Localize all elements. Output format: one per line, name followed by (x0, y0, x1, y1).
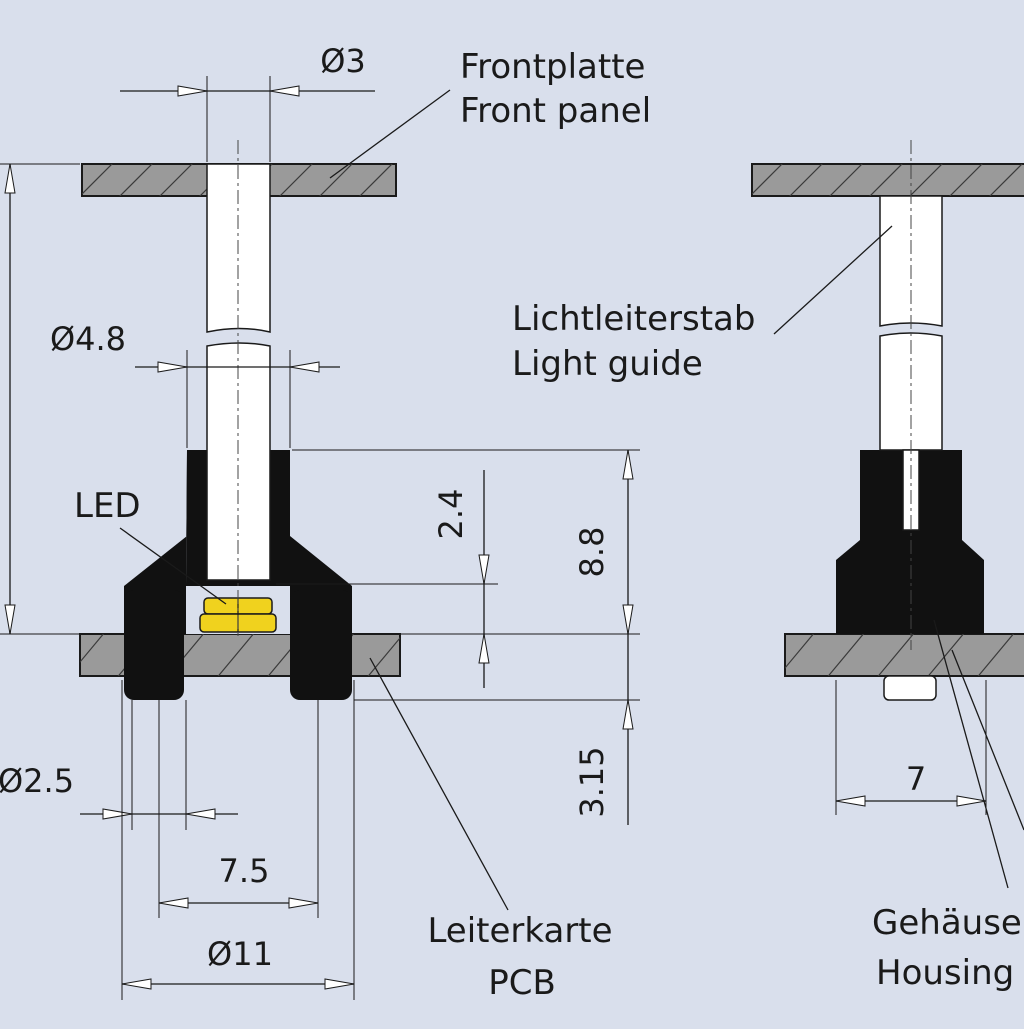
leader-led (119, 527, 227, 605)
leader-housing-2 (951, 649, 1024, 831)
front-panel-right (751, 163, 1024, 197)
dim-88-text: 8.8 (573, 527, 611, 578)
dim-315 (354, 634, 640, 825)
leader-housing (933, 619, 1009, 889)
pcb-right (784, 633, 1024, 677)
dim-d48 (135, 350, 340, 448)
dim-d25-text: Ø2.5 (0, 762, 74, 800)
dim-315-text: 3.15 (573, 746, 611, 817)
dim-d11 (121, 680, 355, 1000)
leader-light-guide (773, 225, 893, 335)
label-light-guide-de: Lichtleiterstab (512, 299, 755, 339)
dim-d48-text: Ø4.8 (50, 320, 126, 358)
leader-front-panel (329, 89, 451, 179)
dim-7-text: 7 (906, 760, 926, 798)
dim-7 (835, 680, 987, 815)
dim-d3 (120, 76, 375, 162)
pcb-left (79, 633, 401, 677)
dim-24-text: 2.4 (432, 489, 470, 540)
leader-pcb (369, 657, 509, 911)
dim-d3-text: Ø3 (320, 42, 366, 80)
label-housing-de: Gehäuse (872, 903, 1022, 943)
dim-24 (276, 470, 498, 688)
label-front-panel-de: Frontplatte (460, 47, 645, 87)
label-pcb-en: PCB (488, 963, 556, 1003)
label-light-guide-en: Light guide (512, 344, 703, 384)
dim-overall-height (0, 163, 80, 635)
label-front-panel-en: Front panel (460, 91, 651, 131)
label-led: LED (74, 486, 141, 526)
label-pcb-de: Leiterkarte (427, 911, 612, 951)
housing-right (836, 450, 984, 634)
dim-88 (292, 449, 640, 635)
dim-d11-text: Ø11 (207, 935, 273, 973)
dim-75-text: 7.5 (219, 852, 270, 890)
dim-75 (158, 700, 319, 918)
label-housing-en: Housing (876, 953, 1014, 993)
